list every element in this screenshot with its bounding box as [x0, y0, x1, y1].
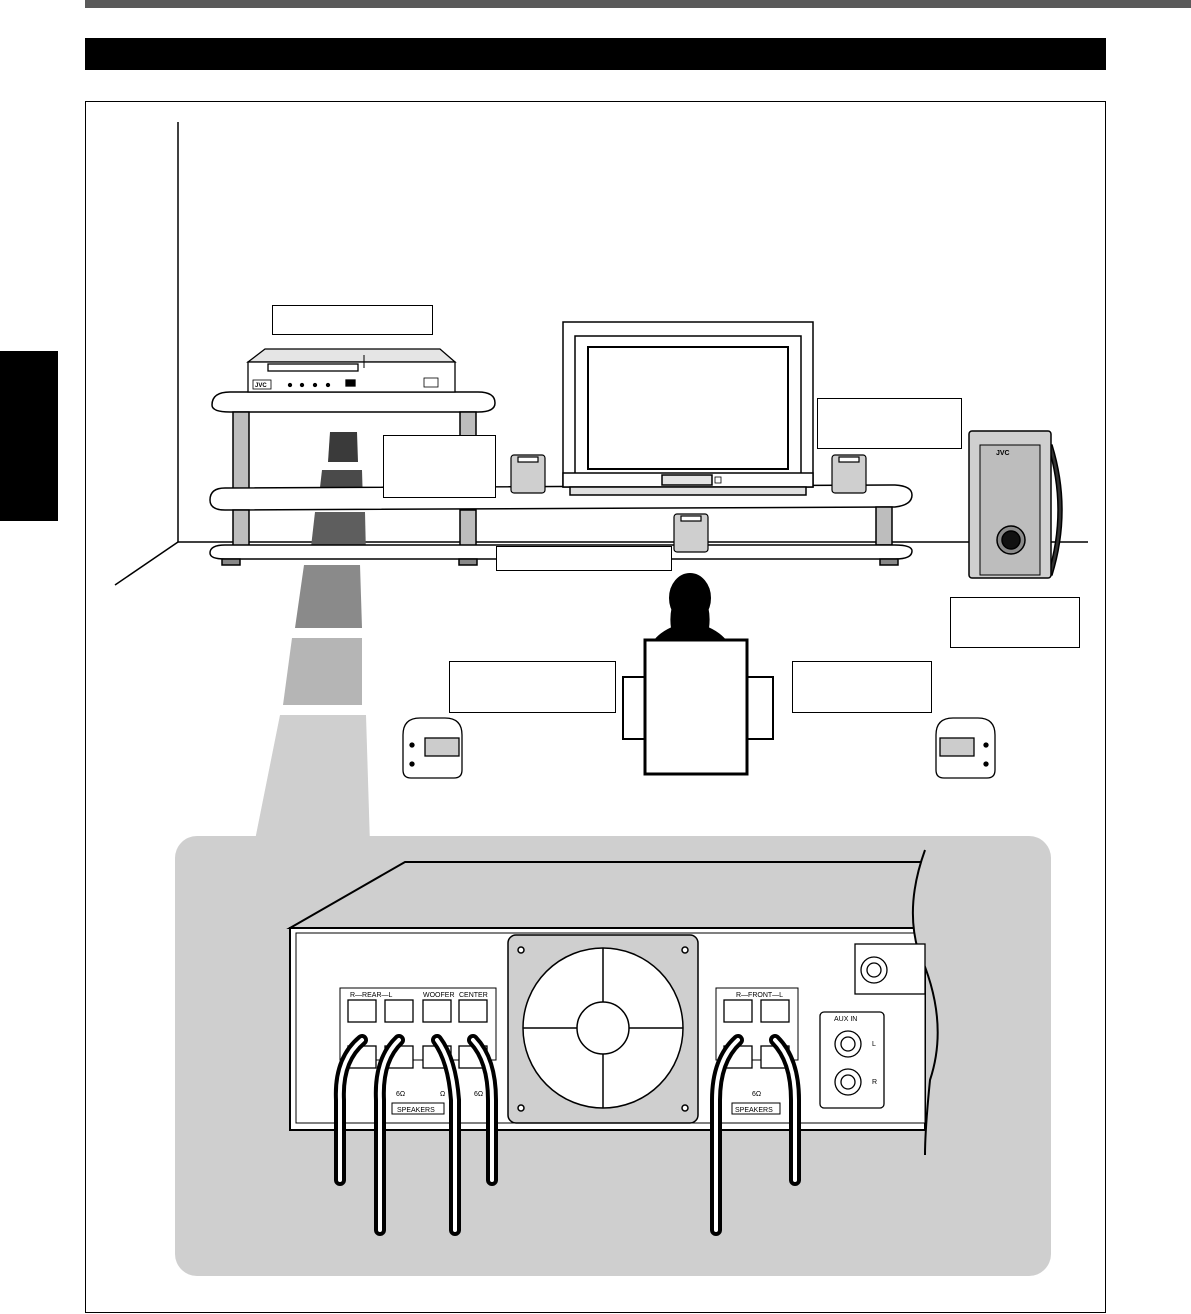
- cooling-fan: [507, 934, 699, 1124]
- label-front-right: [817, 398, 962, 449]
- aux-l-label: L: [872, 1041, 876, 1048]
- speaker-cables: [333, 1034, 801, 1236]
- front-right-speaker: [831, 454, 867, 494]
- aux-in-panel: [819, 943, 926, 1109]
- dvd-player: JVC: [246, 348, 457, 393]
- impedance-woofer: Ω: [440, 1091, 445, 1098]
- rear-left-speaker: [402, 717, 463, 779]
- speakers-label-left: SPEAKERS: [397, 1107, 435, 1114]
- impedance-rear: 6Ω: [396, 1091, 405, 1098]
- impedance-center: 6Ω: [474, 1091, 483, 1098]
- rear-right-speaker: [935, 717, 996, 779]
- player-brand: JVC: [255, 383, 267, 389]
- rear-jack-label: R—REAR—L: [350, 992, 393, 999]
- subwoofer-brand: JVC: [996, 450, 1010, 457]
- listener: [622, 573, 774, 776]
- label-rear-left: [449, 661, 616, 713]
- impedance-front: 6Ω: [752, 1091, 761, 1098]
- page-title: [85, 38, 1106, 70]
- woofer-jack-label: WOOFER: [423, 992, 455, 999]
- speakers-label-right: SPEAKERS: [735, 1107, 773, 1114]
- aux-r-label: R: [872, 1079, 877, 1086]
- television: [562, 321, 814, 496]
- label-player: [272, 305, 433, 335]
- subwoofer: JVC: [968, 430, 1063, 579]
- front-jack-label: R—FRONT—L: [736, 992, 783, 999]
- center-speaker: [673, 513, 709, 553]
- center-jack-label: CENTER: [459, 992, 488, 999]
- label-center: [496, 546, 672, 571]
- section-tab: [0, 351, 58, 521]
- aux-in-label: AUX IN: [834, 1016, 857, 1023]
- label-subwoofer: [950, 597, 1080, 648]
- front-left-speaker: [510, 454, 546, 494]
- top-rule: [85, 0, 1191, 8]
- signal-beam: [254, 395, 370, 845]
- label-front-left: [383, 435, 496, 498]
- illustration-frame: [85, 101, 1106, 1313]
- label-rear-right: [792, 661, 932, 713]
